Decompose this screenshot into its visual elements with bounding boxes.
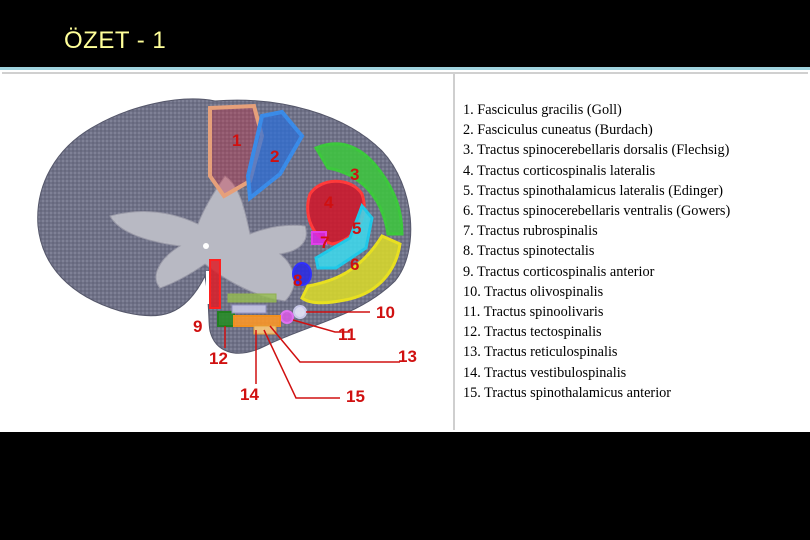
legend-item: 11. Tractus spinoolivaris <box>463 304 604 321</box>
legend-item: 3. Tractus spinocerebellaris dorsalis (F… <box>463 142 730 159</box>
legend-item: 9. Tractus corticospinalis anterior <box>463 263 655 280</box>
tract-10-area <box>293 305 307 319</box>
label-2: 2 <box>270 147 279 166</box>
legend-item: 7. Tractus rubrospinalis <box>463 223 598 240</box>
legend-item: 15. Tractus spinothalamicus anterior <box>463 384 672 401</box>
legend-item: 1. Fasciculus gracilis (Goll) <box>463 102 622 118</box>
legend-item: 4. Tractus corticospinalis lateralis <box>463 162 656 179</box>
title-underline <box>0 67 810 70</box>
legend-item: 12. Tractus tectospinalis <box>463 324 602 341</box>
tract-11-area <box>280 310 294 324</box>
legend-item: 2. Fasciculus cuneatus (Burdach) <box>463 122 653 139</box>
legend-item: 6. Tractus spinocerebellaris ventralis (… <box>463 203 731 220</box>
slide-title: ÖZET - 1 <box>64 27 167 54</box>
label-4: 4 <box>324 193 334 212</box>
label-15: 15 <box>346 387 365 406</box>
tract-15-area <box>253 325 277 335</box>
label-11: 11 <box>338 325 356 344</box>
tract-5-area <box>314 203 374 270</box>
legend-item: 13. Tractus reticulospinalis <box>463 344 618 361</box>
tract-12-area <box>217 311 235 327</box>
tract-14-area <box>233 315 281 327</box>
tract-3-area <box>313 142 404 236</box>
tract-13-area <box>231 304 267 314</box>
tract-2-area <box>245 109 305 202</box>
tract-13b-area <box>227 293 277 303</box>
tract-6-area <box>300 234 402 305</box>
label-8: 8 <box>293 271 302 290</box>
central-canal <box>203 243 209 249</box>
leader-lines <box>224 311 400 399</box>
tract-8-area <box>292 262 312 286</box>
label-7: 7 <box>320 233 329 252</box>
tract-9-area <box>209 259 221 309</box>
figure-border <box>2 72 808 430</box>
label-12: 12 <box>209 349 228 368</box>
label-10: 10 <box>376 303 395 322</box>
label-1: 1 <box>232 131 241 150</box>
figure-divider <box>453 74 455 430</box>
tract-legend: 1. Fasciculus gracilis (Goll) 2. Fascicu… <box>463 100 730 403</box>
spinal-cord-diagram: 1 2 3 4 5 6 7 8 9 10 11 12 13 14 15 <box>37 98 417 406</box>
label-9: 9 <box>193 317 202 336</box>
tract-7-area <box>311 231 327 245</box>
legend-item: 10. Tractus olivospinalis <box>463 283 604 300</box>
label-13: 13 <box>398 347 417 366</box>
legend-item: 5. Tractus spinothalamicus lateralis (Ed… <box>463 182 724 199</box>
label-6: 6 <box>350 255 359 274</box>
label-5: 5 <box>352 219 361 238</box>
legend-item: 8. Tractus spinotectalis <box>463 243 595 260</box>
legend-item: 14. Tractus vestibulospinalis <box>463 364 627 381</box>
label-3: 3 <box>350 165 359 184</box>
label-14: 14 <box>240 385 259 404</box>
